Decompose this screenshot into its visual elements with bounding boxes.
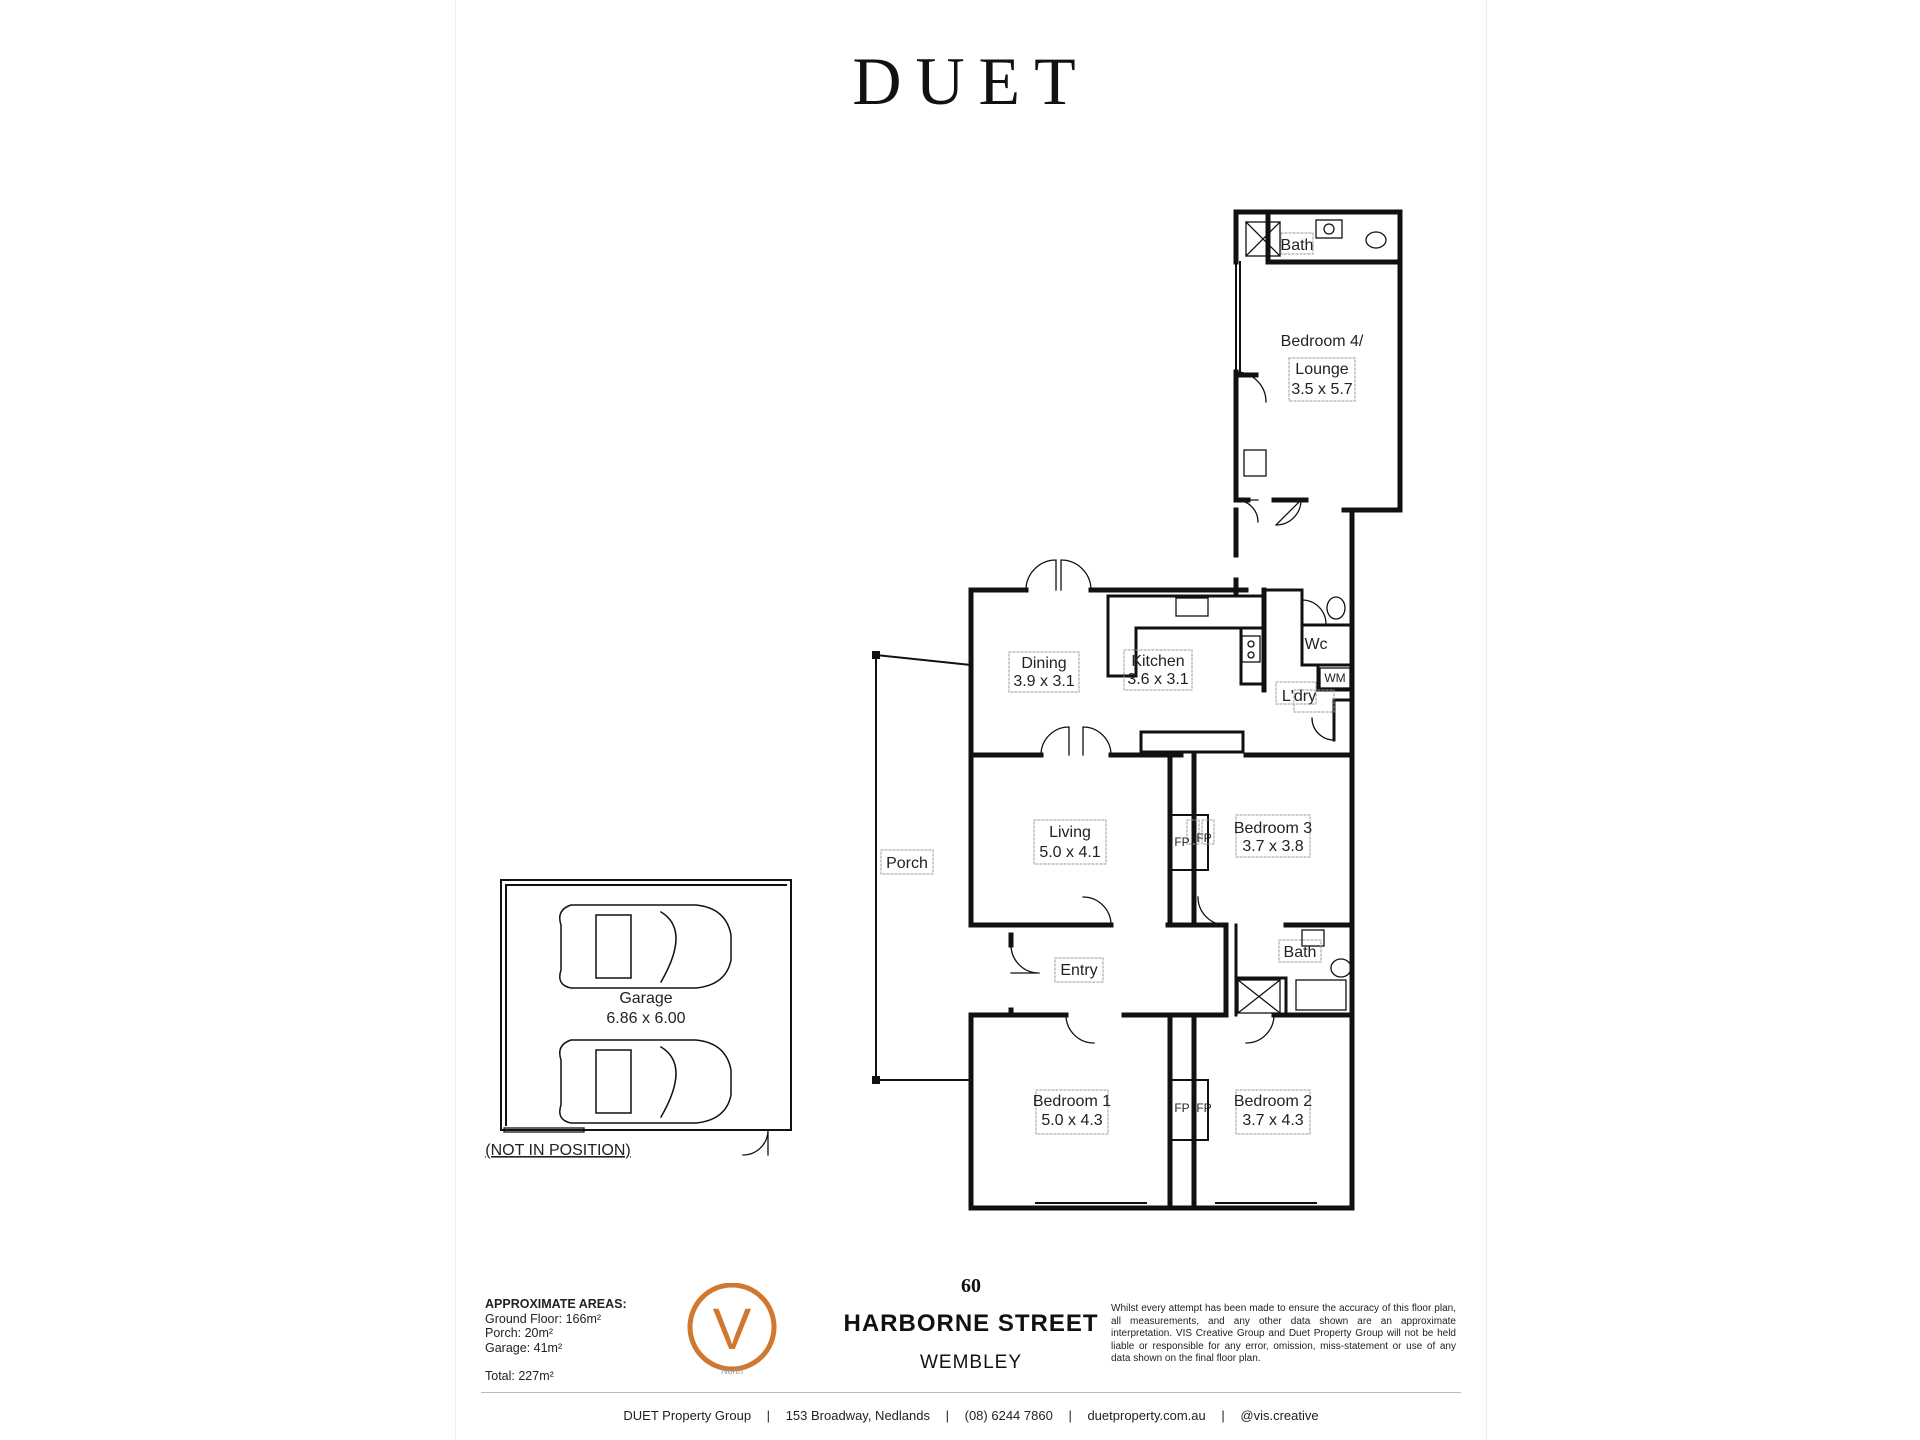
bedroom4-label-2: Lounge: [1295, 361, 1348, 378]
porch-posts: [872, 651, 880, 1084]
areas-heading: APPROXIMATE AREAS:: [485, 1297, 627, 1311]
bedroom1-label: Bedroom 1: [1033, 1093, 1111, 1110]
bedroom4-wing-walls: [1233, 209, 1403, 513]
laundry-label: L'dry: [1282, 688, 1316, 705]
floor-plan: Bath Bedroom 4/ Lounge 3.5 x 5.7 Dining …: [485, 209, 1403, 1211]
contact-phone[interactable]: (08) 6244 7860: [964, 1408, 1053, 1423]
door-arcs: [742, 371, 1335, 1156]
dining-size: 3.9 x 3.1: [1013, 673, 1074, 690]
bedroom3-label: Bedroom 3: [1234, 820, 1312, 837]
room-labels: Bath Bedroom 4/ Lounge 3.5 x 5.7 Dining …: [485, 237, 1364, 1159]
bedroom4-label: Bedroom 4/: [1281, 333, 1364, 350]
living-bedroom3-walls: [968, 752, 1355, 928]
logo-letter: V: [713, 1297, 752, 1362]
dining-kitchen-walls: [968, 587, 1355, 758]
laundry-walls: [1262, 588, 1354, 742]
fixtures: [503, 219, 1387, 1133]
porch-outline: [874, 653, 973, 1081]
entry-label: Entry: [1060, 962, 1097, 979]
contact-separator: |: [766, 1408, 771, 1423]
address-suburb: WEMBLEY: [919, 1352, 1023, 1373]
windows-lower: [1035, 1202, 1317, 1209]
bedroom2-size: 3.7 x 4.3: [1242, 1112, 1303, 1129]
car-upper: [559, 904, 732, 989]
garage-outline: [500, 879, 792, 1131]
car-lower: [559, 1039, 732, 1124]
bedroom2-label: Bedroom 2: [1234, 1093, 1312, 1110]
garage-note: (NOT IN POSITION): [485, 1142, 630, 1159]
fp-label-upper-left: FP: [1174, 835, 1189, 849]
approximate-areas: APPROXIMATE AREAS: Ground Floor: 166m² P…: [485, 1297, 627, 1384]
garage-size: 6.86 x 6.00: [606, 1010, 685, 1027]
area-ground-floor: Ground Floor: 166m²: [485, 1311, 602, 1326]
disclaimer: Whilst every attempt has been made to en…: [1111, 1303, 1456, 1364]
kitchen-size: 3.6 x 3.1: [1127, 671, 1188, 688]
fp-label-lower-left: FP: [1174, 1101, 1189, 1115]
bath-lower-walls: [1234, 923, 1288, 1017]
bedroom4-window: [1235, 261, 1241, 373]
vis-creative-north-logo: V North: [687, 1283, 777, 1375]
contact-street: 153 Broadway, Nedlands: [785, 1408, 930, 1423]
address-street: HARBORNE STREET: [843, 1310, 1099, 1337]
porch-label: Porch: [886, 855, 928, 872]
label-boxes: [880, 232, 1356, 1135]
contact-bar: DUET Property Group | 153 Broadway, Nedl…: [456, 1408, 1486, 1423]
fireplace-lower: [1169, 1079, 1209, 1141]
living-size: 5.0 x 4.1: [1039, 844, 1100, 861]
bedroom1-size: 5.0 x 4.3: [1041, 1112, 1102, 1129]
logo-ring: [687, 1283, 777, 1372]
bath-upper-label: Bath: [1281, 237, 1314, 254]
wm-label: WM: [1324, 671, 1345, 685]
fp-label-lower-right: FP: [1196, 1101, 1211, 1115]
wc-label: Wc: [1304, 636, 1327, 653]
area-total: Total: 227m²: [485, 1369, 554, 1383]
entry-walls: [968, 922, 1355, 1018]
kitchen-label: Kitchen: [1131, 653, 1184, 670]
contact-separator: |: [945, 1408, 949, 1423]
kitchen-bench: [1106, 594, 1266, 754]
north-caption: North: [721, 1366, 743, 1375]
footer-divider: [481, 1392, 1461, 1393]
garage-label: Garage: [619, 990, 672, 1007]
bath-lower-label: Bath: [1284, 944, 1317, 961]
area-porch: Porch: 20m²: [485, 1326, 554, 1340]
brand-logo: DUET: [852, 43, 1090, 119]
bedroom3-size: 3.7 x 3.8: [1242, 838, 1303, 855]
living-label: Living: [1049, 824, 1091, 841]
fp-label-upper-right: FP: [1196, 831, 1211, 845]
contact-separator: |: [1221, 1408, 1225, 1423]
contact-separator: |: [1068, 1408, 1072, 1423]
fireplace-upper: [1169, 814, 1209, 871]
contact-company: DUET Property Group: [623, 1408, 752, 1423]
contact-social[interactable]: @vis.creative: [1240, 1408, 1319, 1423]
bedroom4-size: 3.5 x 5.7: [1291, 381, 1352, 398]
floor-plan-sheet: DUET: [455, 0, 1487, 1440]
dining-label: Dining: [1021, 655, 1066, 672]
contact-website[interactable]: duetproperty.com.au: [1087, 1408, 1206, 1423]
area-garage: Garage: 41m²: [485, 1340, 563, 1355]
address-number: 60: [961, 1275, 981, 1297]
